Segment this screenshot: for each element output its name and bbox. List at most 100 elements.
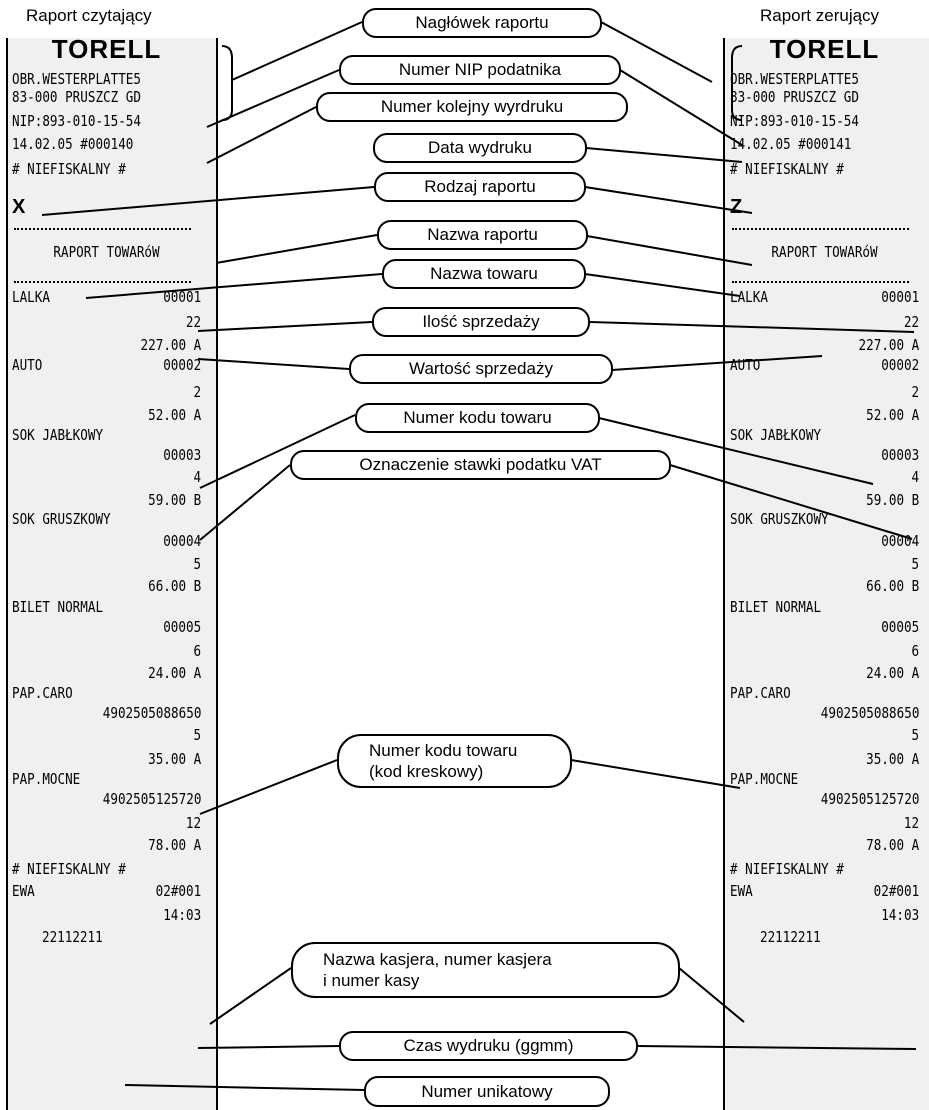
receipt-item-name: SOK GRUSZKOWY [12,510,111,528]
receipt-item-code: 00002 [881,356,919,374]
receipt-item-name: AUTO [730,356,761,374]
receipt-item-qty: 22 [903,313,919,331]
callout-unique: Numer unikatowy [364,1076,610,1107]
receipt-item-name: PAP.CARO [12,684,73,702]
receipt-unique-number: 22112211 [760,928,821,946]
receipt-item-code: 4902505088650 [102,704,201,722]
receipt-item-value: 52.00 A [147,406,201,424]
receipt-item-code: 00003 [881,446,919,464]
receipt-item-qty: 6 [193,642,201,660]
callout-serial: Numer kolejny wyrdruku [316,92,628,122]
receipt-item-code: 4902505125720 [102,790,201,808]
callout-item-code: Numer kodu towaru [355,403,600,433]
receipt-header-name: TORELL [769,34,880,64]
receipt-dotted-separator [732,228,909,230]
receipt-item-name: SOK JABŁKOWY [12,426,104,444]
receipt-cashier-name: EWA [730,882,753,900]
receipt-item-qty: 2 [193,383,201,401]
receipt-report-type: X [12,196,26,218]
left-receipt-title: Raport czytający [26,6,152,25]
receipt-item-name: LALKA [730,288,768,306]
receipt-date-serial: 14.02.05 #000141 [730,135,852,153]
callout-report-type: Rodzaj raportu [374,172,586,202]
receipt-item-qty: 5 [911,726,919,744]
receipt-cashier-name: EWA [12,882,35,900]
receipt-item-qty: 5 [193,555,201,573]
callout-barcode-text: Numer kodu towaru (kod kreskowy) [369,741,518,781]
receipt-time: 14:03 [881,906,919,924]
receipt-item-value: 66.00 B [147,577,201,595]
receipt-item-code: 00004 [881,532,919,550]
receipt-item-code: 00003 [163,446,201,464]
receipt-item-qty: 12 [903,814,919,832]
receipt-item-qty: 4 [193,468,201,486]
receipt-report-name: RAPORT TOWARóW [771,243,878,261]
receipt-item-qty: 2 [911,383,919,401]
receipt-report-type: Z [730,196,743,218]
right-receipt-title: Raport zerujący [760,6,880,25]
receipt-item-code: 00004 [163,532,201,550]
receipt-header-name: TORELL [51,34,162,64]
receipt-item-qty: 12 [185,814,201,832]
receipt-time: 14:03 [163,906,201,924]
receipt-item-value: 35.00 A [865,750,919,768]
receipt-nonfiscal-header: # NIEFISKALNY # [730,160,844,178]
receipt-date-serial: 14.02.05 #000140 [12,135,134,153]
receipt-nip: NIP:893-010-15-54 [730,112,859,130]
receipt-item-name: PAP.CARO [730,684,791,702]
receipt-report-name: RAPORT TOWARóW [53,243,160,261]
receipt-item-value: 24.00 A [147,664,201,682]
receipt-item-code: 00005 [163,618,201,636]
receipt-dotted-separator [14,228,191,230]
callout-nip: Numer NIP podatnika [339,55,621,85]
receipt-item-value: 66.00 B [865,577,919,595]
header-bracket-right [731,45,743,121]
receipt-address-1: OBR.WESTERPLATTE5 [12,70,141,88]
callout-quantity: Ilość sprzedaży [372,307,590,337]
receipt-dotted-separator [732,281,909,283]
receipt-item-value: 59.00 B [865,491,919,509]
receipt-item-value: 227.00 A [140,336,201,354]
callout-date: Data wydruku [373,133,587,163]
receipt-item-name: PAP.MOCNE [12,770,81,788]
right-receipt [723,38,929,1110]
callout-value: Wartość sprzedaży [349,354,613,384]
callout-report-name: Nazwa raportu [377,220,588,250]
callout-cashier: Nazwa kasjera, numer kasjera i numer kas… [291,942,680,998]
callout-barcode: Numer kodu towaru (kod kreskowy) [337,734,572,788]
receipt-nonfiscal-footer: # NIEFISKALNY # [730,860,844,878]
receipt-item-code: 4902505125720 [820,790,919,808]
header-bracket-left [221,45,233,121]
receipt-item-qty: 6 [911,642,919,660]
receipt-item-qty: 4 [911,468,919,486]
receipt-cashier-number: 02#001 [155,882,201,900]
receipt-item-code: 00002 [163,356,201,374]
receipt-cashier-number: 02#001 [873,882,919,900]
receipt-item-code: 4902505088650 [820,704,919,722]
receipt-item-name: AUTO [12,356,43,374]
receipt-dotted-separator [14,281,191,283]
callout-cashier-text: Nazwa kasjera, numer kasjera i numer kas… [323,950,552,990]
receipt-item-qty: 5 [911,555,919,573]
receipt-address-2: 83-000 PRUSZCZ GD [12,88,141,106]
receipt-item-value: 78.00 A [865,836,919,854]
callout-item-name: Nazwa towaru [382,259,586,289]
receipt-item-value: 24.00 A [865,664,919,682]
callout-vat: Oznaczenie stawki podatku VAT [290,450,671,480]
receipt-item-name: SOK JABŁKOWY [730,426,822,444]
left-receipt [6,38,218,1110]
receipt-item-code: 00001 [881,288,919,306]
receipt-item-value: 52.00 A [865,406,919,424]
receipt-item-name: SOK GRUSZKOWY [730,510,829,528]
receipt-item-name: LALKA [12,288,50,306]
receipt-item-qty: 5 [193,726,201,744]
receipt-item-name: BILET NORMAL [730,598,822,616]
callout-header: Nagłówek raportu [362,8,602,38]
receipt-item-code: 00005 [881,618,919,636]
callout-time: Czas wydruku (ggmm) [339,1031,638,1061]
receipt-item-name: PAP.MOCNE [730,770,799,788]
receipt-address-2: 83-000 PRUSZCZ GD [730,88,859,106]
receipt-address-1: OBR.WESTERPLATTE5 [730,70,859,88]
receipt-item-name: BILET NORMAL [12,598,104,616]
